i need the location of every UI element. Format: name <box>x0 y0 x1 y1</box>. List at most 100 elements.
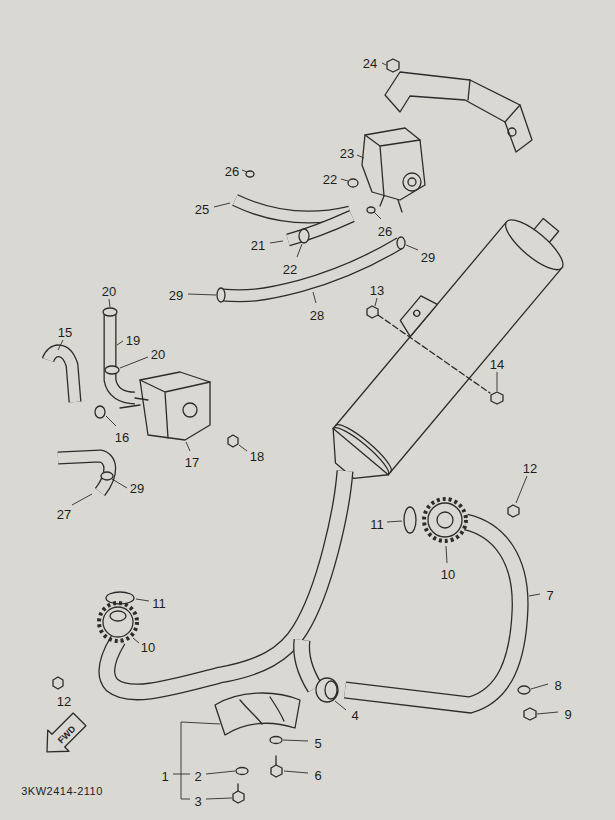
callout-number: 22 <box>323 172 337 187</box>
reed-valve-body <box>183 403 197 417</box>
leader-line <box>270 241 283 243</box>
callout-number: 22 <box>283 262 297 277</box>
callout-number: 15 <box>58 325 72 340</box>
callout-number: 10 <box>441 567 455 582</box>
heat-shield <box>215 693 300 735</box>
reed-valve-body <box>120 398 148 408</box>
mount-bracket <box>387 59 399 72</box>
fastener <box>53 677 63 689</box>
fastener <box>518 686 530 694</box>
hose-clip <box>367 207 375 213</box>
muffler <box>396 293 437 337</box>
hose-clip <box>101 472 113 480</box>
callout-number: 4 <box>351 708 358 723</box>
exhaust-pipe <box>345 522 520 705</box>
gasket <box>106 507 416 604</box>
callout-number: 28 <box>310 308 324 323</box>
callout-number: 29 <box>421 250 435 265</box>
callout-number: 23 <box>340 146 354 161</box>
callout-number: 20 <box>102 284 116 299</box>
muffler <box>333 222 562 475</box>
callout-number: 7 <box>546 588 553 603</box>
leader-line <box>173 722 220 799</box>
pipe-joint <box>325 681 337 699</box>
fastener <box>233 791 244 803</box>
leader-line <box>406 245 418 250</box>
mount-bracket <box>508 128 516 136</box>
air-valve <box>365 135 420 196</box>
hose <box>288 216 352 240</box>
flange <box>99 603 137 641</box>
callout-number: 27 <box>57 507 71 522</box>
leader-line <box>120 357 148 368</box>
heat-shield <box>240 697 284 724</box>
callout-number: 2 <box>194 769 201 784</box>
leader-line <box>186 442 190 451</box>
fastener <box>270 737 282 744</box>
forward-arrow <box>36 709 90 763</box>
leader-line <box>206 771 235 774</box>
heat-shield <box>215 693 300 735</box>
muffler <box>413 309 421 317</box>
hose <box>288 216 352 240</box>
callout-number: 11 <box>152 596 166 611</box>
reed-valve-body <box>120 372 238 447</box>
leader-line <box>109 299 110 307</box>
leader-line <box>529 594 540 596</box>
flange <box>424 499 466 541</box>
hose <box>48 351 75 402</box>
air-valve <box>362 128 425 200</box>
callout-number: 18 <box>250 449 264 464</box>
leader-line <box>117 341 123 345</box>
muffler <box>333 419 396 474</box>
callout-number: 12 <box>523 461 537 476</box>
callout-number: 25 <box>195 202 209 217</box>
mount-bolt <box>491 392 503 404</box>
air-valve <box>362 128 425 212</box>
callout-number: 16 <box>115 430 129 445</box>
leader-line <box>188 294 216 295</box>
flange <box>103 607 133 637</box>
leader-line <box>58 63 558 799</box>
reed-valve-body <box>140 380 210 438</box>
callout-number: 13 <box>370 283 384 298</box>
leader-line <box>537 712 558 714</box>
mount-bolt <box>367 306 503 404</box>
callout-number: 1 <box>161 769 168 784</box>
callout-number: 3 <box>194 794 201 809</box>
leader-line <box>242 170 247 172</box>
exhaust-pipe <box>107 471 345 692</box>
callout-number: 8 <box>554 678 561 693</box>
callout-number: 14 <box>490 357 504 372</box>
fastener <box>524 708 536 720</box>
leader-line <box>112 479 127 488</box>
leader-line <box>374 212 381 219</box>
hose <box>110 314 135 398</box>
hose-clip <box>95 406 105 418</box>
hose-clip <box>246 171 254 177</box>
pipe-joint <box>316 678 338 702</box>
leader-line <box>133 638 139 643</box>
leader-line <box>516 476 527 503</box>
exhaust-pipe <box>107 471 520 705</box>
hose <box>235 200 350 217</box>
hose-clip <box>103 308 117 316</box>
leader-line <box>136 599 149 601</box>
forward-arrow <box>36 709 90 763</box>
callout-number: 19 <box>126 333 140 348</box>
callout-number: 26 <box>378 224 392 239</box>
mount-bracket <box>468 80 520 122</box>
leader-line <box>206 798 232 799</box>
exhaust-pipe <box>345 522 520 705</box>
mount-bolt <box>367 306 378 318</box>
exhaust-pipe <box>302 640 315 688</box>
callout-number: 21 <box>251 238 265 253</box>
exhaust-pipe <box>107 471 345 692</box>
muffler <box>333 222 562 475</box>
hose <box>110 314 135 398</box>
air-valve <box>408 178 416 186</box>
flange <box>428 503 462 537</box>
